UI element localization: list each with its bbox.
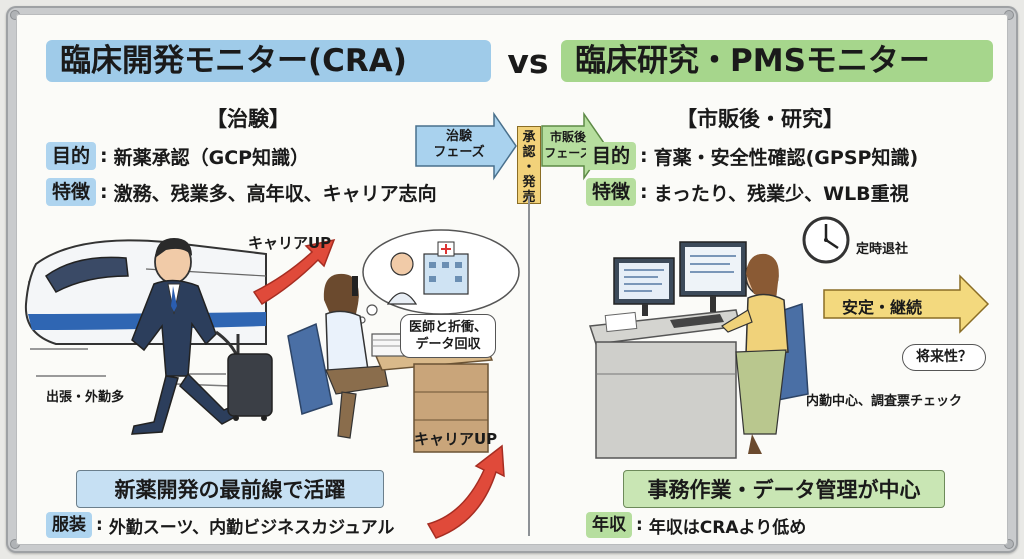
pms-subtitle: 【市販後・研究】 (676, 107, 844, 131)
colon: : (636, 515, 643, 535)
colon: : (100, 181, 108, 203)
purpose-tag: 目的 (586, 142, 637, 170)
desk-computer-icon (588, 241, 747, 459)
career-up-arrow-icon (426, 444, 505, 539)
postmarket-phase-line: フェーズ (544, 146, 592, 160)
trial-phase-line: 治験 (445, 129, 472, 144)
career-up-label-bottom: キャリアUP (414, 430, 498, 448)
pms-title: 臨床研究・PMSモニター (561, 40, 993, 82)
approval-char: 発 (522, 175, 536, 190)
pms-salary-row: 年収 : 年収はCRAより低め (586, 512, 806, 538)
negotiation-line: データ回収 (415, 337, 481, 352)
businessman-icon (131, 238, 250, 435)
negotiation-line: 医師と折衝、 (408, 320, 487, 335)
feature-tag: 特徴 (46, 178, 97, 206)
pms-purpose-text: 育薬・安全性確認(GPSP知識) (653, 146, 919, 169)
colon: : (96, 515, 103, 535)
approval-char: 承 (522, 130, 536, 145)
trial-phase-arrow-icon (415, 111, 517, 181)
office-woman-pc-icon (721, 253, 809, 454)
approval-char: 認 (522, 145, 536, 160)
cra-banner: 新薬開発の最前線で活躍 (76, 470, 384, 508)
salary-tag: 年収 (586, 512, 632, 538)
stable-arrow-icon (823, 274, 990, 334)
suitcase-icon (227, 334, 273, 421)
cra-subtitle: 【治験】 (206, 107, 290, 131)
frame-corner (1004, 10, 1014, 20)
stable-label: 安定・継続 (842, 298, 923, 317)
clock-label: 定時退社 (856, 242, 909, 257)
clothes-tag: 服装 (46, 512, 92, 538)
purpose-tag: 目的 (46, 142, 97, 170)
pms-salary-text: 年収はCRAより低め (648, 517, 807, 538)
cra-purpose-row: 目的 : 新薬承認（GCP知識） (46, 142, 309, 170)
cra-feature-row: 特徴 : 激務、残業多、高年収、キャリア志向 (46, 178, 437, 206)
cra-title: 臨床開発モニター(CRA) (46, 40, 491, 82)
colon: : (100, 145, 108, 167)
travel-label: 出張・外勤多 (46, 390, 125, 405)
pms-banner: 事務作業・データ管理が中心 (623, 470, 945, 508)
center-divider (528, 196, 530, 536)
trial-phase-line: フェーズ (433, 145, 485, 160)
cra-clothes-row: 服装 : 外勤スーツ、内勤ビジネスカジュアル (46, 512, 394, 538)
office-label: 内勤中心、調査票チェック (806, 394, 963, 409)
negotiation-bubble: 医師と折衝、 データ回収 (400, 314, 496, 358)
pms-purpose-row: 目的 : 育薬・安全性確認(GPSP知識) (586, 142, 918, 170)
pms-feature-text: まったり、残業少、WLB重視 (653, 182, 909, 205)
colon: : (640, 145, 648, 167)
approval-char: ・ (522, 160, 536, 175)
frame-corner (1004, 539, 1014, 549)
career-up-arrow-icon (252, 238, 336, 306)
whiteboard: 臨床開発モニター(CRA) vs 臨床研究・PMSモニター 【治験】 【市販後・… (16, 14, 1008, 545)
clock-icon (802, 216, 850, 264)
career-up-label-top: キャリアUP (248, 234, 332, 252)
postmarket-phase-line: 市販後 (549, 130, 586, 144)
cra-purpose-text: 新薬承認（GCP知識） (113, 146, 310, 169)
cra-clothes-text: 外勤スーツ、内勤ビジネスカジュアル (108, 517, 395, 538)
trial-phase-label: 治験 フェーズ (424, 129, 494, 161)
frame-corner (10, 10, 20, 20)
approval-launch-box: 承 認 ・ 発 売 (517, 126, 541, 205)
cra-feature-text: 激務、残業多、高年収、キャリア志向 (113, 182, 437, 205)
feature-tag: 特徴 (586, 178, 637, 206)
postmarket-phase-label: 市販後 フェーズ (544, 129, 592, 161)
thought-bubble-doctor-icon (358, 229, 520, 324)
pms-feature-row: 特徴 : まったり、残業少、WLB重視 (586, 178, 909, 206)
office-woman-phone-icon (287, 273, 494, 453)
frame-corner (10, 539, 20, 549)
future-bubble: 将来性？ (902, 344, 986, 371)
illustrations (24, 111, 990, 539)
colon: : (640, 181, 648, 203)
vs-label: vs (507, 42, 549, 81)
